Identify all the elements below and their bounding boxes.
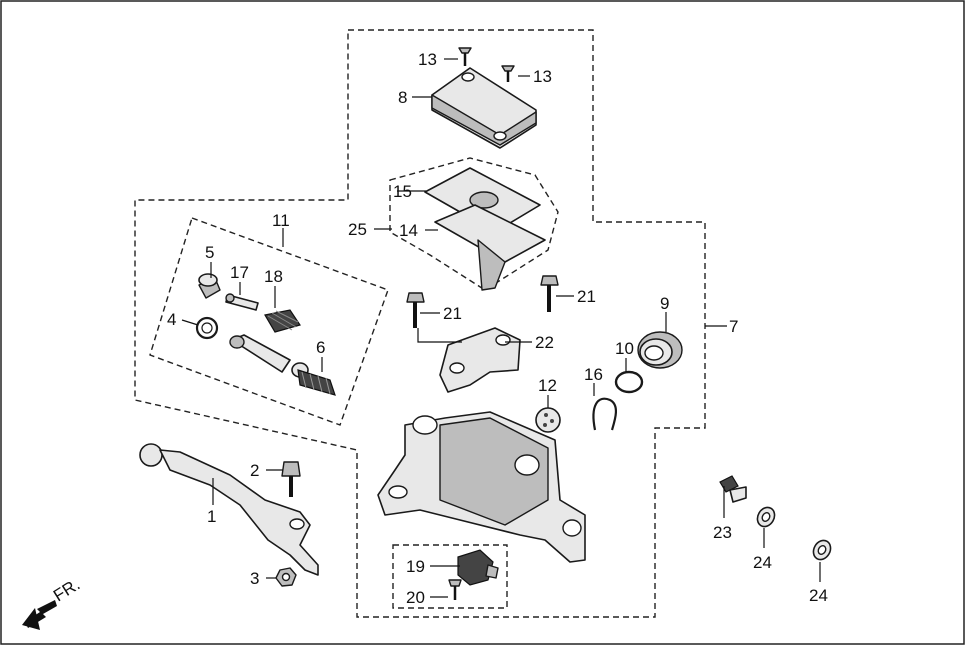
callout-20: 20	[406, 588, 425, 607]
callout-17: 17	[230, 263, 249, 282]
front-direction-arrow	[22, 600, 57, 630]
callout-13a: 13	[418, 50, 437, 69]
brake-lever	[139, 443, 319, 576]
o-ring	[614, 370, 644, 394]
group-11-outline	[149, 217, 389, 426]
brake-light-switch	[457, 549, 499, 586]
callout-3: 3	[250, 569, 259, 588]
switch-screw	[448, 579, 462, 600]
leader-lines	[181, 58, 821, 598]
callout-1: 1	[207, 507, 216, 526]
sight-boot	[637, 331, 683, 369]
cap-screw-right	[501, 65, 515, 82]
callout-24a: 24	[753, 553, 772, 572]
callout-13b: 13	[533, 67, 552, 86]
push-rod	[225, 293, 259, 311]
callout-5: 5	[205, 243, 214, 262]
sealing-washer-2	[812, 539, 832, 561]
callout-16: 16	[584, 365, 603, 384]
callout-21a: 21	[443, 304, 462, 323]
callout-9: 9	[660, 294, 669, 313]
callout-23: 23	[713, 523, 732, 542]
callout-15: 15	[393, 182, 412, 201]
sight-glass	[535, 407, 561, 433]
master-cylinder-body	[377, 411, 586, 563]
lever-pivot-bolt	[281, 461, 301, 497]
callout-2: 2	[250, 461, 259, 480]
group-7-outline	[134, 29, 706, 618]
reservoir-cap	[431, 67, 537, 149]
circlip	[195, 316, 219, 340]
retaining-clip	[592, 397, 617, 431]
diaphragm-plate	[434, 204, 546, 291]
callout-14: 14	[399, 221, 418, 240]
callout-11: 11	[272, 211, 290, 230]
callout-18: 18	[264, 267, 283, 286]
cap-screw-left	[458, 47, 472, 66]
piston	[264, 309, 301, 333]
piston-assembly	[229, 334, 309, 378]
boot	[198, 273, 221, 299]
callout-24b: 24	[809, 586, 828, 605]
lever-nut	[275, 567, 297, 587]
piston-spring	[297, 369, 336, 396]
callout-7: 7	[729, 317, 738, 336]
callout-8: 8	[398, 88, 407, 107]
sealing-washer-1	[756, 506, 776, 528]
holder-bolt-left	[406, 292, 425, 328]
callout-21b: 21	[577, 287, 596, 306]
callout-12: 12	[538, 376, 557, 395]
callout-4: 4	[167, 310, 176, 329]
holder-bolt-right	[540, 275, 559, 312]
group-25-outline	[389, 157, 559, 291]
callout-22: 22	[535, 333, 554, 352]
callout-6: 6	[316, 338, 325, 357]
callout-labels: 13 13 8 15 14 25 11 5 17 18 4 6 21 21 22…	[50, 50, 828, 607]
callout-10: 10	[615, 339, 634, 358]
callout-19: 19	[406, 557, 425, 576]
master-cylinder-holder	[439, 327, 521, 393]
callout-25: 25	[348, 220, 367, 239]
switch-group-outline	[392, 544, 508, 609]
